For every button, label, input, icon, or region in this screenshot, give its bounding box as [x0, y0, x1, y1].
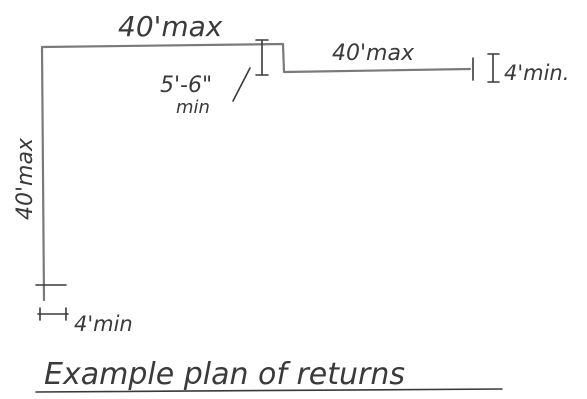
left-run-label: 40'max	[13, 137, 38, 220]
step-offset-qualifier-label: min	[176, 97, 210, 118]
step-offset-value-label: 5'-6"	[160, 73, 212, 98]
caption-underline	[35, 388, 503, 393]
step-offset-leader	[232, 67, 251, 102]
wall-outline	[40, 42, 472, 302]
bottom-return-label: 4'min	[74, 312, 133, 336]
top-left-run-label: 40'max	[118, 10, 223, 43]
right-return-label: 4'min.	[504, 61, 569, 85]
caption: Example plan of returns	[44, 357, 405, 392]
top-right-run-label: 40'max	[332, 41, 415, 66]
